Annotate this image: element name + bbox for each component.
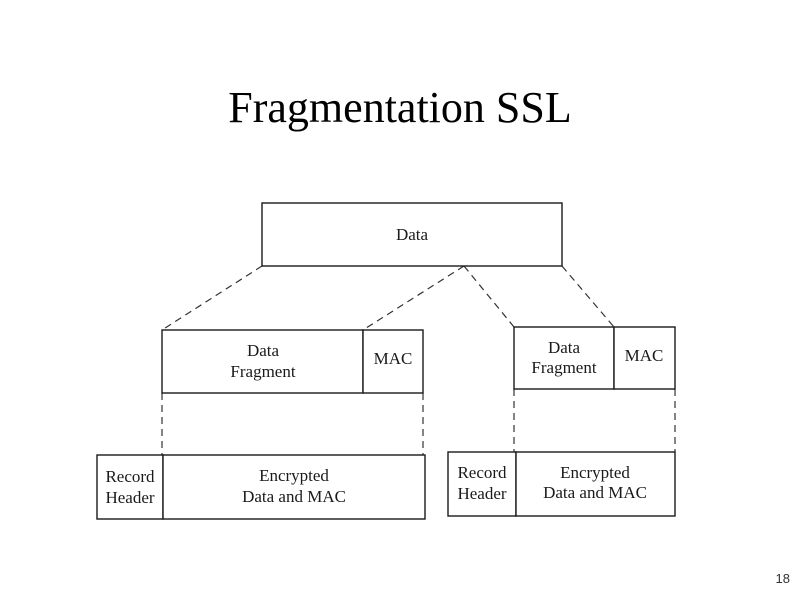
right-mac bbox=[613, 326, 676, 390]
left-encrypted-label-line1: Encrypted bbox=[259, 466, 329, 485]
right-fragment-group: Data Fragment MAC bbox=[513, 326, 676, 390]
right-record-label-line2: Header bbox=[457, 484, 506, 503]
left-data-fragment bbox=[161, 329, 364, 394]
left-encrypted-label-line2: Data and MAC bbox=[242, 487, 346, 506]
right-encrypted-label-line2: Data and MAC bbox=[543, 483, 647, 502]
right-mac-label: MAC bbox=[625, 346, 664, 365]
left-mac-label: MAC bbox=[374, 349, 413, 368]
connector-data-to-left-fragment bbox=[161, 265, 263, 331]
left-fragment-group: Data Fragment MAC bbox=[161, 329, 424, 394]
left-record-label-line2: Header bbox=[105, 488, 154, 507]
right-record-group: Record Header Encrypted Data and MAC bbox=[447, 451, 676, 517]
left-fragment-label-line1: Data bbox=[247, 341, 280, 360]
right-fragment-label-line1: Data bbox=[548, 338, 581, 357]
left-record-header bbox=[96, 454, 164, 520]
data-block: Data bbox=[261, 202, 563, 267]
left-mac bbox=[362, 329, 424, 394]
connector-lines bbox=[161, 265, 676, 455]
right-encrypted-label-line1: Encrypted bbox=[560, 463, 630, 482]
right-data-fragment bbox=[513, 326, 615, 390]
right-record-label-line1: Record bbox=[457, 463, 507, 482]
left-record-label-line1: Record bbox=[105, 467, 155, 486]
left-encrypted-data bbox=[162, 454, 426, 520]
left-record-group: Record Header Encrypted Data and MAC bbox=[96, 454, 426, 520]
connector-split-to-left-mac bbox=[362, 265, 465, 331]
connector-split-to-right-fragment bbox=[463, 265, 515, 328]
right-fragment-label-line2: Fragment bbox=[531, 358, 596, 377]
slide-number: 18 bbox=[775, 571, 790, 586]
data-block-label: Data bbox=[396, 225, 429, 244]
left-fragment-label-line2: Fragment bbox=[230, 362, 295, 381]
connector-data-to-right-mac bbox=[561, 265, 615, 328]
right-record-header bbox=[447, 451, 517, 517]
slide-title: Fragmentation SSL bbox=[228, 83, 572, 132]
right-encrypted-data bbox=[515, 451, 676, 517]
